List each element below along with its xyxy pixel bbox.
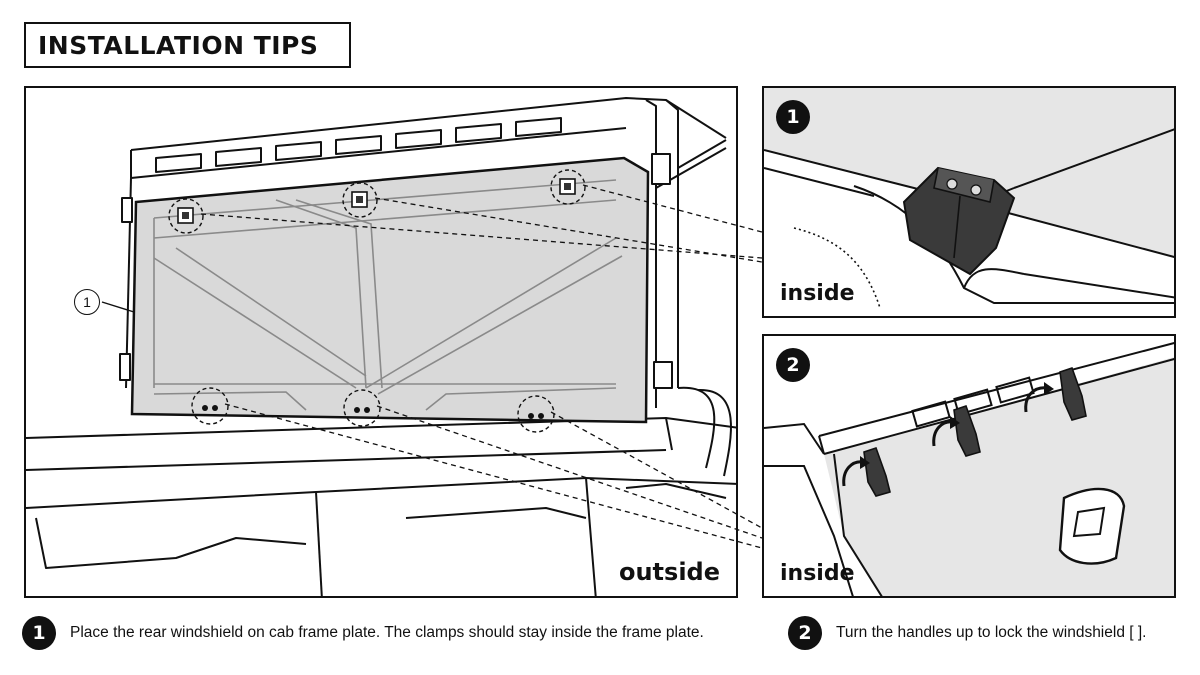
inside-label-2: inside [780, 561, 855, 586]
step-1-caption: 1 Place the rear windshield on cab frame… [22, 616, 704, 650]
outside-view-panel: 1 outside [24, 86, 738, 598]
clamp-icon [902, 166, 1016, 276]
detail-panel-step-2: 2 inside [762, 334, 1176, 598]
step-badge-1: 1 [776, 100, 810, 134]
arrowheads [860, 382, 1054, 469]
page-title: INSTALLATION TIPS [38, 30, 319, 60]
handle-lock-illustration [764, 342, 1174, 596]
step-2-number: 2 [788, 616, 822, 650]
step-2-caption: 2 Turn the handles up to lock the windsh… [788, 616, 1146, 650]
step-badge-2: 2 [776, 348, 810, 382]
step-1-text: Place the rear windshield on cab frame p… [70, 624, 704, 641]
title-box: INSTALLATION TIPS [24, 22, 351, 68]
step-2-text: Turn the handles up to lock the windshie… [836, 624, 1147, 641]
inside-label-1: inside [780, 281, 855, 306]
rear-windshield [130, 156, 650, 424]
part-callout-1: 1 [74, 289, 100, 315]
knob-icon [1058, 487, 1126, 565]
clamp-detail-illustration [764, 128, 1174, 316]
handle-icons [863, 366, 1087, 497]
outside-label: outside [618, 558, 720, 586]
step-1-number: 1 [22, 616, 56, 650]
detail-panel-step-1: 1 inside [762, 86, 1176, 318]
clamp-markers-top [168, 169, 586, 234]
cab-outside-illustration [26, 97, 736, 596]
